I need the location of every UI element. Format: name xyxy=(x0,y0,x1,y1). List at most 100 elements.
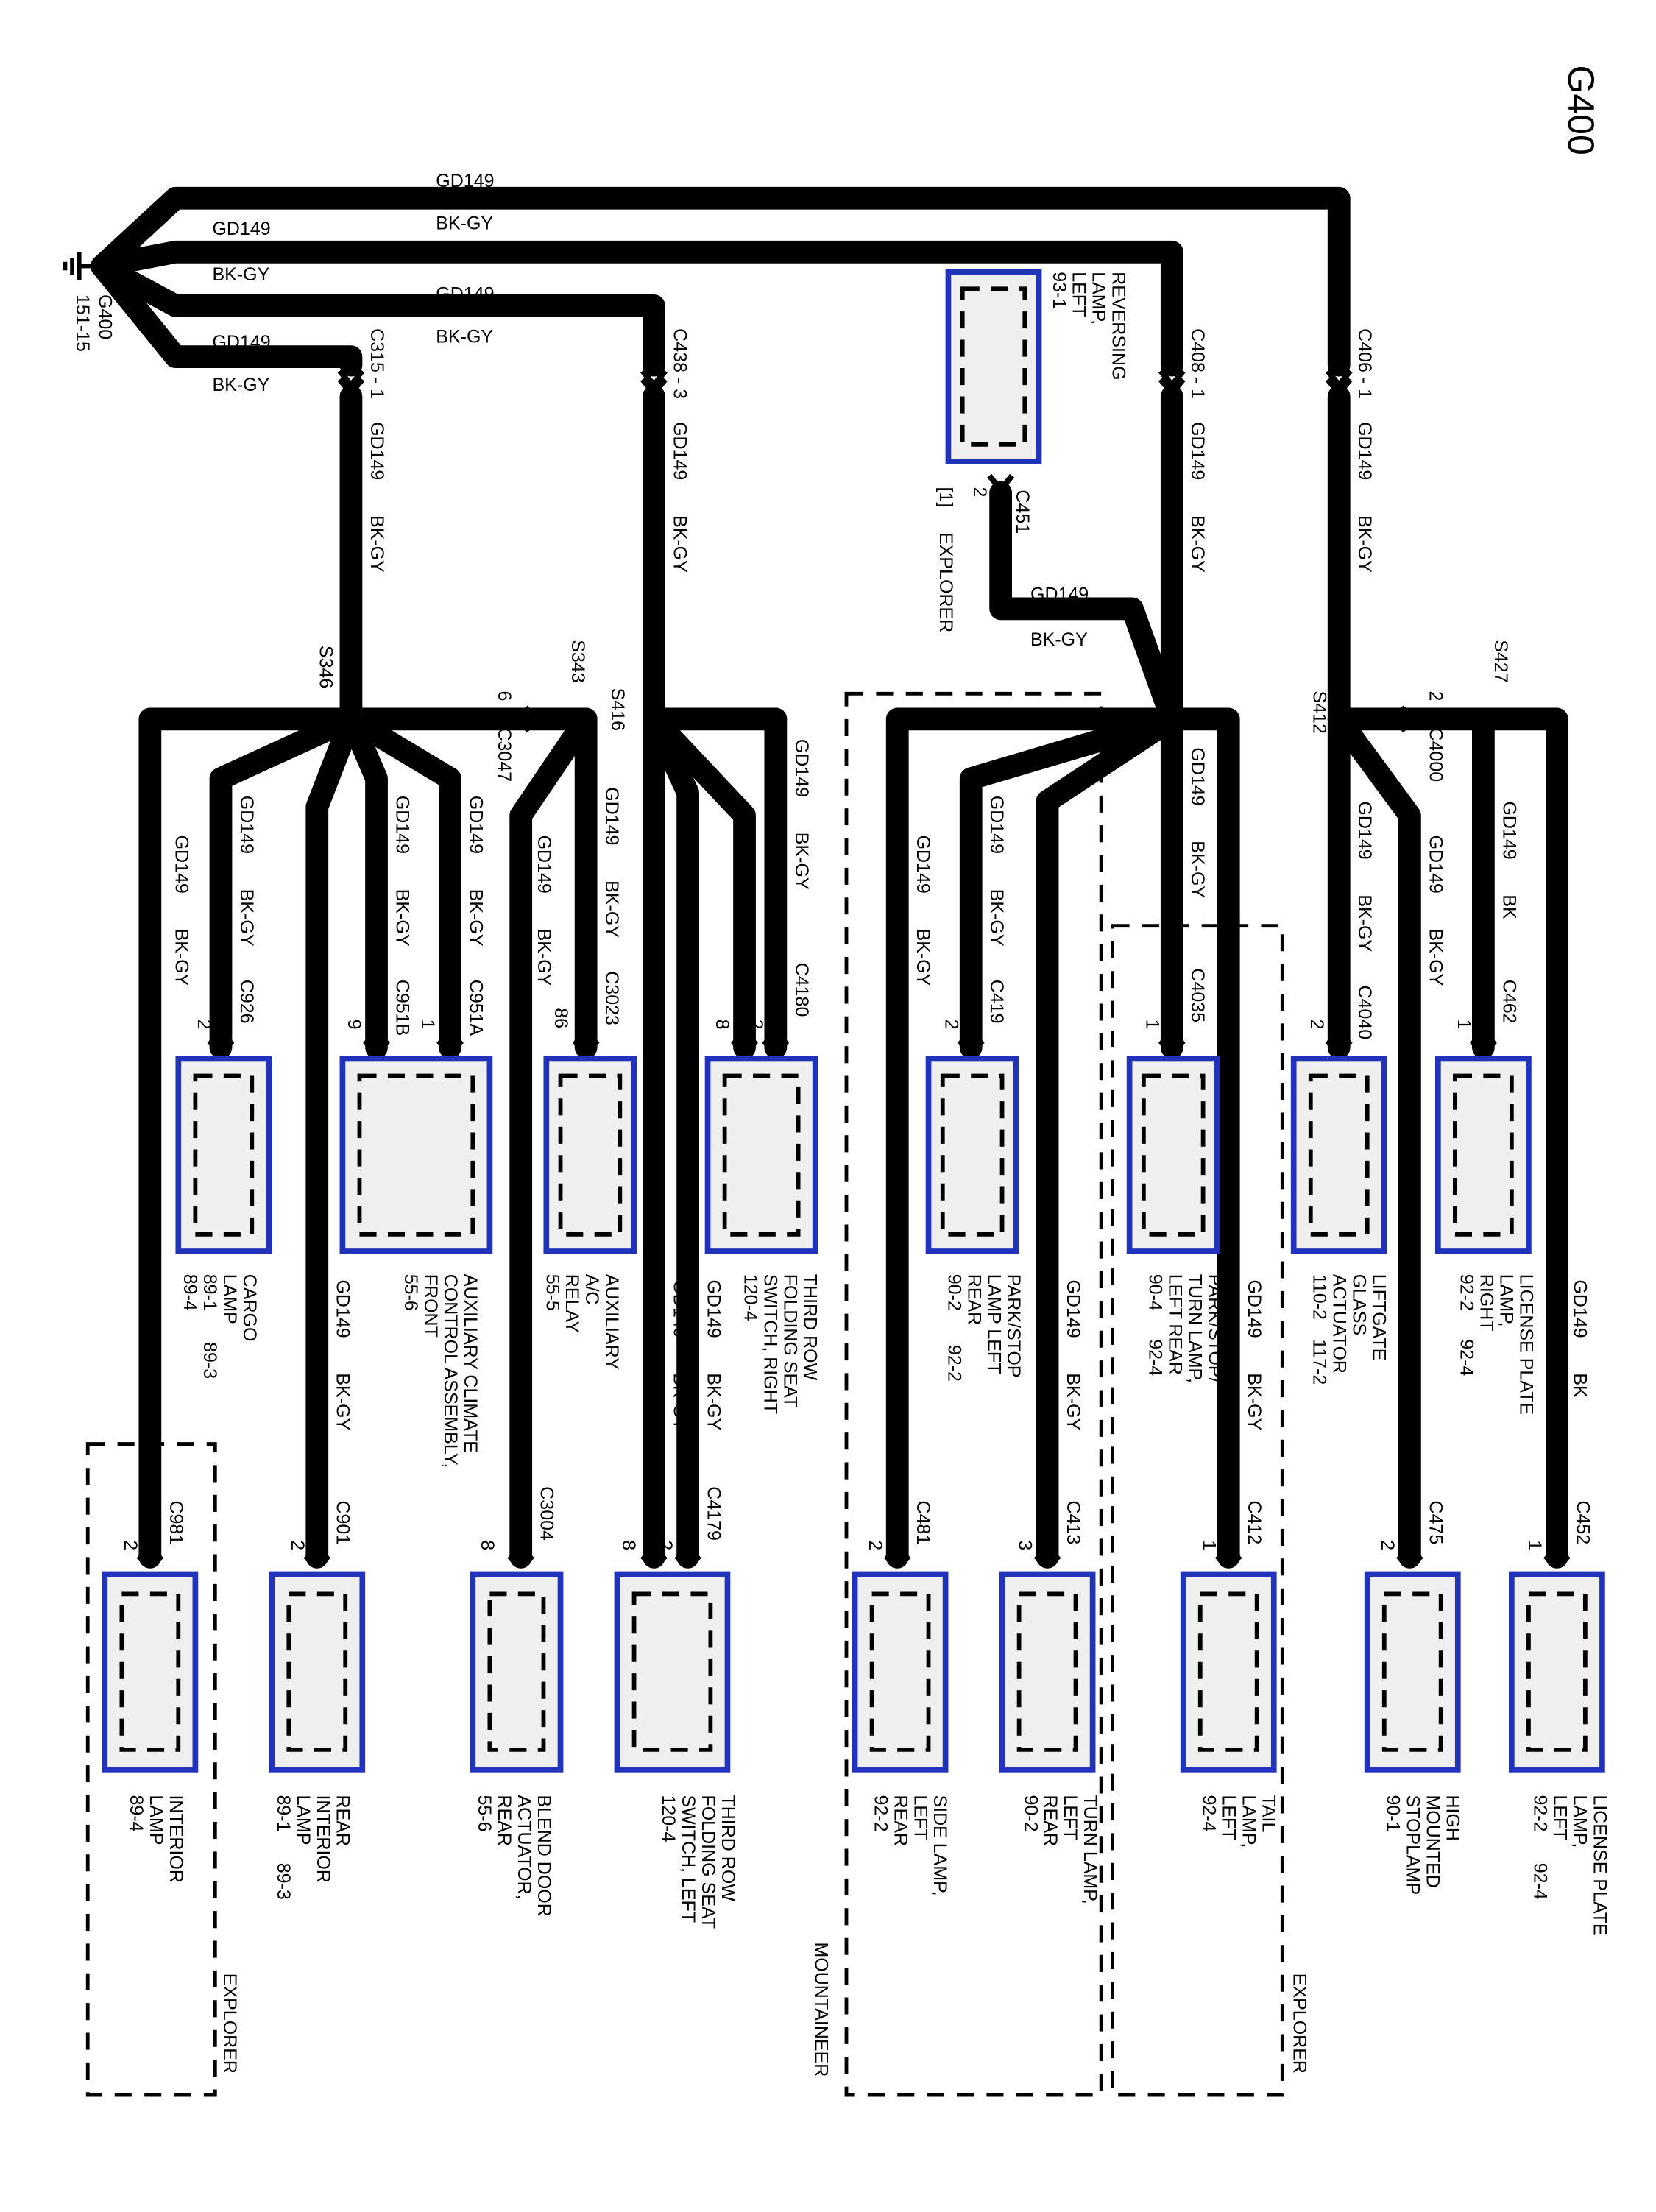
svg-text:LEFT: LEFT xyxy=(1069,272,1089,317)
svg-text:89-4: 89-4 xyxy=(180,1274,200,1311)
component-tail-lamp-left: C412 1 TAIL LAMP, LEFT 92-4 xyxy=(1180,1500,1278,1848)
connector-c451-label: C451 xyxy=(1012,490,1033,534)
explorer-variant-label: EXPLORER xyxy=(935,532,956,632)
svg-text:1: 1 xyxy=(1199,1540,1220,1550)
svg-text:BK-GY: BK-GY xyxy=(236,889,257,947)
svg-text:GD149: GD149 xyxy=(1244,1279,1264,1338)
svg-text:2: 2 xyxy=(287,1540,308,1550)
svg-text:C481: C481 xyxy=(913,1500,933,1544)
svg-text:3: 3 xyxy=(1015,1540,1036,1550)
region-explorer-right-label: EXPLORER xyxy=(1289,1974,1310,2074)
svg-text:C951A: C951A xyxy=(465,980,486,1036)
svg-text:INTERIOR: INTERIOR xyxy=(166,1795,186,1882)
svg-text:PARK/STOP/: PARK/STOP/ xyxy=(1204,1274,1225,1383)
component-license-plate-lamp-right: C462 1 LICENSE PLATE LAMP, RIGHT 92-2 92… xyxy=(1435,980,1536,1415)
mid-wire-labels: GD149 BK-GY GD149 BK-GY GD149 BK-GY GD14… xyxy=(171,739,1519,986)
region-explorer-left-label: EXPLORER xyxy=(219,1974,240,2074)
svg-text:BK-GY: BK-GY xyxy=(1244,1373,1264,1430)
c451-pin-2: 2 xyxy=(969,487,990,498)
splice-s343-label: S343 xyxy=(567,640,588,682)
ground-label: G400 xyxy=(95,294,116,339)
connector-c315-label: C315 - 1 xyxy=(367,328,387,399)
svg-text:C951B: C951B xyxy=(392,980,412,1036)
svg-text:2: 2 xyxy=(1377,1540,1398,1550)
wire-s416-third-right-8 xyxy=(643,707,756,1059)
wire-label-color: BK-GY xyxy=(1187,515,1208,573)
wire-ground-c315 xyxy=(91,255,363,377)
svg-text:LEFT: LEFT xyxy=(1060,1795,1080,1840)
connector-arrow xyxy=(1399,705,1420,733)
connector-c438-label: C438 - 3 xyxy=(669,328,690,399)
svg-text:2: 2 xyxy=(1306,1020,1327,1030)
svg-text:2: 2 xyxy=(655,1540,676,1550)
svg-text:86: 86 xyxy=(551,1008,571,1028)
svg-text:LEFT REAR: LEFT REAR xyxy=(1164,1274,1185,1375)
svg-text:BK-GY: BK-GY xyxy=(333,1373,353,1430)
svg-text:GD149: GD149 xyxy=(1354,801,1375,859)
svg-text:2: 2 xyxy=(746,1020,766,1030)
region-explorer-left xyxy=(85,1442,217,2097)
svg-text:ACTUATOR: ACTUATOR xyxy=(1329,1274,1350,1374)
svg-text:117-2: 117-2 xyxy=(1309,1339,1330,1385)
wire-label-color: BK-GY xyxy=(1354,515,1375,573)
component-blend-door-actuator: C3004 8 BLEND DOOR ACTUATOR, REAR 55-6 xyxy=(470,1486,564,1917)
lower-wire-labels: GD149 BK-GY GD149 BK-GY GD149 BK-GY GD14… xyxy=(333,1279,1590,1430)
svg-text:GD149: GD149 xyxy=(171,835,191,894)
svg-text:1: 1 xyxy=(417,1020,438,1030)
wire-label-color: BK-GY xyxy=(367,515,387,573)
wire-label-color: BK-GY xyxy=(212,264,269,285)
svg-text:BK-GY: BK-GY xyxy=(465,889,486,947)
svg-text:REAR: REAR xyxy=(1040,1795,1061,1845)
component-third-row-switch-right: C4180 8 2 THIRD ROW FOLDING SEAT SWITCH,… xyxy=(704,963,820,1414)
svg-text:2: 2 xyxy=(120,1540,141,1550)
svg-text:92-2: 92-2 xyxy=(944,1345,964,1382)
svg-text:55-6: 55-6 xyxy=(400,1274,421,1311)
svg-text:1: 1 xyxy=(1142,1020,1163,1030)
svg-text:MOUNTED: MOUNTED xyxy=(1422,1795,1443,1887)
svg-text:89-1: 89-1 xyxy=(199,1274,220,1311)
svg-text:CARGO: CARGO xyxy=(239,1274,260,1342)
svg-text:RIGHT: RIGHT xyxy=(1476,1274,1497,1332)
wire-ground-c438 xyxy=(91,255,665,377)
svg-text:AUXILIARY: AUXILIARY xyxy=(601,1274,622,1370)
svg-text:LICENSE PLATE: LICENSE PLATE xyxy=(1515,1274,1536,1415)
component-turn-lamp-left: C413 3 TURN LAMP, LEFT REAR 90-2 xyxy=(999,1500,1100,1904)
svg-text:120-4: 120-4 xyxy=(740,1274,761,1321)
page-title: G400 xyxy=(1560,65,1602,155)
svg-text:BK-GY: BK-GY xyxy=(392,889,412,947)
connector-c3047-label: C3047 xyxy=(494,727,514,782)
svg-text:ACTUATOR,: ACTUATOR, xyxy=(514,1795,534,1899)
svg-text:2: 2 xyxy=(941,1020,962,1030)
svg-text:C475: C475 xyxy=(1425,1500,1446,1544)
wire-label-color: BK-GY xyxy=(1030,629,1088,650)
svg-text:92-4: 92-4 xyxy=(1457,1339,1477,1376)
svg-text:C981: C981 xyxy=(166,1500,186,1544)
connector-c408-label: C408 - 1 xyxy=(1187,328,1208,399)
c451-pin-1: [1] xyxy=(935,487,956,508)
component-third-row-switch-left: C4179 8 2 THIRD ROW FOLDING SEAT SWITCH,… xyxy=(614,1486,738,1929)
component-license-plate-lamp-left: C452 1 LICENSE PLATE LAMP, LEFT 92-2 92-… xyxy=(1509,1500,1610,1936)
svg-text:GD149: GD149 xyxy=(913,835,933,894)
svg-text:LAMP,: LAMP, xyxy=(1238,1795,1259,1848)
svg-text:FOLDING SEAT: FOLDING SEAT xyxy=(698,1795,718,1929)
svg-text:8: 8 xyxy=(618,1540,639,1550)
region-mountaineer-label: MOUNTAINEER xyxy=(811,1942,832,2077)
svg-text:8: 8 xyxy=(712,1020,732,1030)
svg-text:BK-GY: BK-GY xyxy=(1354,894,1375,952)
svg-text:GD149: GD149 xyxy=(669,1279,690,1338)
svg-text:C452: C452 xyxy=(1572,1500,1593,1544)
svg-text:LAMP,: LAMP, xyxy=(1496,1274,1516,1327)
svg-text:LICENSE PLATE: LICENSE PLATE xyxy=(1589,1795,1610,1935)
svg-text:C412: C412 xyxy=(1244,1500,1264,1544)
wire-s408-turn-lamp xyxy=(1036,707,1183,1569)
wire-s408-park-stop xyxy=(959,707,1183,1059)
component-cargo-lamp: C926 2 CARGO LAMP 89-1 89-4 89-3 xyxy=(175,980,272,1379)
svg-text:REAR: REAR xyxy=(963,1274,984,1325)
wire-label-color: BK-GY xyxy=(436,213,493,234)
svg-text:GLASS: GLASS xyxy=(1348,1274,1369,1335)
svg-text:BK-GY: BK-GY xyxy=(913,929,933,986)
svg-text:LEFT: LEFT xyxy=(1219,1795,1239,1840)
svg-text:BK-GY: BK-GY xyxy=(1187,841,1208,898)
c3047-pin: 6 xyxy=(494,690,514,701)
component-aux-ac-relay: C3023 86 AUXILIARY A/C RELAY 55-5 xyxy=(542,971,637,1370)
